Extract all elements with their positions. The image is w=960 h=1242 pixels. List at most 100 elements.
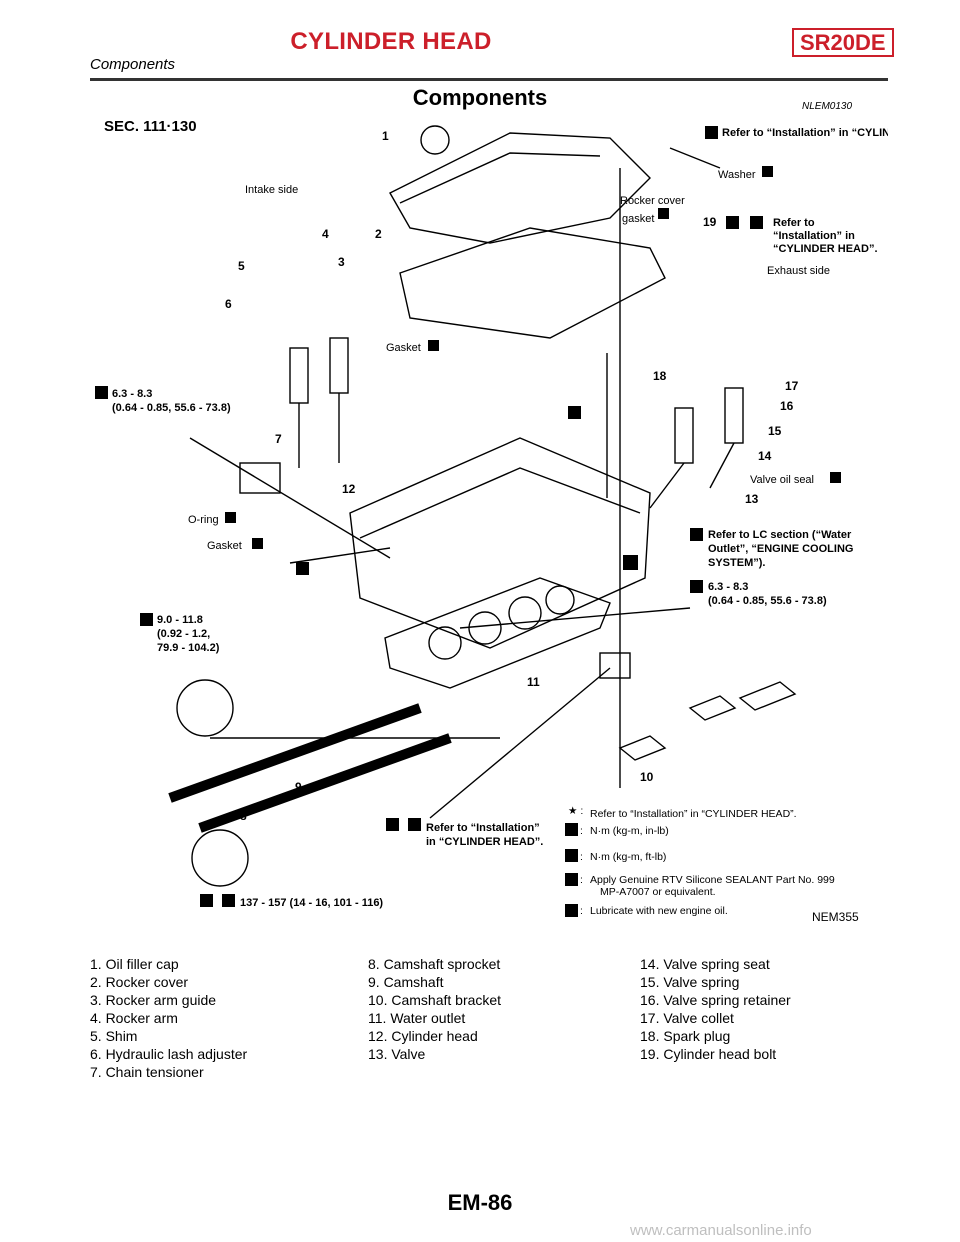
callout-10: 10 [640, 770, 654, 784]
torque-wrench-icon [408, 818, 421, 831]
legend-text-2: N·m (kg-m, in-lb) [590, 825, 669, 837]
intake-spring-2-shape [329, 337, 349, 394]
callout-18: 18 [653, 369, 667, 383]
list-item: 7. Chain tensioner [90, 1064, 204, 1080]
list-item: 13. Valve [368, 1046, 426, 1062]
list-item: 17. Valve collet [640, 1010, 734, 1026]
torque-wrench-icon [95, 386, 108, 399]
callout-19-label: 19 [703, 215, 717, 229]
lc-ref-label-3: SYSTEM”). [708, 557, 765, 569]
callout-8: 8 [240, 809, 247, 823]
callout-16: 16 [780, 399, 794, 413]
legend-symbol-4: : [580, 874, 583, 886]
callout-2: 2 [375, 227, 382, 241]
callout-11-label: 11 [527, 675, 540, 689]
lubricate-icon [200, 894, 213, 907]
legend-symbol-6: : [580, 905, 583, 917]
callout-17-label: 17 [785, 379, 799, 393]
washer-label: Washer [718, 169, 756, 181]
torque-a-label-2: (0.64 - 0.85, 55.6 - 73.8) [112, 402, 231, 414]
lubricate-icon [726, 216, 739, 229]
lc-ref-label-2: Outlet”, “ENGINE COOLING [708, 543, 853, 555]
legend-text-4: Apply Genuine RTV Silicone SEALANT Part … [590, 874, 835, 886]
section-reference: SEC. 111·130 [104, 118, 197, 135]
page-header-title: CYLINDER HEAD [290, 28, 492, 55]
torque-b-label-2: (0.64 - 0.85, 55.6 - 73.8) [708, 595, 827, 607]
list-item: 10. Camshaft bracket [368, 992, 502, 1008]
bolt-ref-label-3: “CYLINDER HEAD”. [773, 243, 878, 255]
exhaust-spring-2-shape [724, 387, 744, 444]
callout-7: 7 [275, 432, 282, 446]
list-item: 11. Water outlet [368, 1010, 466, 1026]
exhaust-spring-1-shape [674, 407, 694, 464]
intake-side-label: Intake side [245, 184, 298, 196]
sealant-icon [296, 562, 309, 575]
callout-2-label: 2 [375, 227, 382, 241]
sealant-icon [568, 406, 581, 419]
list-item: 1. Oil filler cap [90, 956, 179, 972]
replace-part-icon [658, 208, 669, 219]
replace-part-icon [762, 166, 773, 177]
list-item: 2. Rocker cover [90, 974, 189, 990]
page-header-subtitle: Components [90, 56, 176, 73]
intake-camshaft-shape [168, 703, 422, 803]
callout-3-label: 3 [338, 255, 345, 269]
install-ref-low-label-2: in “CYLINDER HEAD”. [426, 836, 543, 848]
chain-tensioner-shape [239, 462, 281, 494]
exploded-diagram: 1 2 3 4 5 6 7 8 9 10 11 12 13 14 15 16 1… [95, 125, 888, 917]
install-ref-top-label: Refer to “Installation” in “CYLINDER HEA… [722, 127, 888, 139]
sealant-icon [565, 873, 578, 886]
list-item: 19. Cylinder head bolt [640, 1046, 777, 1062]
torque-wrench-icon [705, 126, 718, 139]
exhaust-camshaft-shape [198, 733, 452, 833]
header-divider [90, 78, 888, 81]
lc-ref-label-1: Refer to LC section (“Water [708, 529, 852, 541]
legend-symbol-2: : [580, 825, 583, 837]
oil-filler-cap-shape [420, 125, 450, 155]
callout-7-label: 7 [275, 432, 282, 446]
sprocket-lower-shape [191, 829, 249, 887]
callout-5-label: 5 [238, 259, 245, 273]
callout-14: 14 [758, 449, 772, 463]
callout-17: 17 [785, 379, 799, 393]
bolt-ref-label-1: Refer to [773, 217, 815, 229]
callout-4-label: 4 [322, 227, 329, 241]
list-item: 6. Hydraulic lash adjuster [90, 1046, 248, 1062]
list-item: 15. Valve spring [640, 974, 740, 990]
parts-list-column-3: 14. Valve spring seat 15. Valve spring 1… [640, 955, 791, 1063]
o-ring-label: O-ring [188, 514, 219, 526]
list-item: 14. Valve spring seat [640, 956, 770, 972]
callout-16-label: 16 [780, 399, 794, 413]
callout-9-label: 9 [295, 780, 302, 794]
list-item: 8. Camshaft sprocket [368, 956, 501, 972]
water-outlet-shape [599, 652, 631, 679]
parts-list-column-1: 1. Oil filler cap 2. Rocker cover 3. Roc… [90, 955, 247, 1081]
callout-12-label: 12 [342, 482, 356, 496]
lubricate-icon [565, 904, 578, 917]
list-item: 18. Spark plug [640, 1028, 731, 1044]
replace-part-icon [252, 538, 263, 549]
intake-spring-1-shape [289, 347, 309, 404]
callout-15-label: 15 [768, 424, 782, 438]
install-ref-low-label-1: Refer to “Installation” [426, 822, 540, 834]
watermark: www.carmanualsonline.info [630, 1222, 812, 1239]
replace-part-icon [428, 340, 439, 351]
rocker-gasket-label-1: Rocker cover [620, 195, 685, 207]
callout-6-label: 6 [225, 297, 232, 311]
list-item: 5. Shim [90, 1028, 138, 1044]
section-title: Components [412, 85, 548, 110]
legend-text-1: Refer to “Installation” in “CYLINDER HEA… [590, 808, 797, 820]
rocker-gasket-label-2: gasket [622, 213, 654, 225]
list-item: 16. Valve spring retainer [640, 992, 791, 1008]
torque-a-label-1: 6.3 - 8.3 [112, 388, 152, 400]
engine-code-badge: SR20DE [792, 28, 894, 57]
legend-text-3: N·m (kg-m, ft-lb) [590, 851, 666, 863]
section-code: NLEM0130 [802, 101, 853, 112]
callout-5: 5 [238, 259, 245, 273]
legend-symbol-3: : [580, 851, 583, 863]
torque-wrench-icon [565, 823, 578, 836]
torque-c-label-3: 79.9 - 104.2) [157, 642, 220, 654]
lubricate-icon [386, 818, 399, 831]
callout-12: 12 [342, 482, 356, 496]
rocker-gasket-shape [399, 227, 666, 339]
